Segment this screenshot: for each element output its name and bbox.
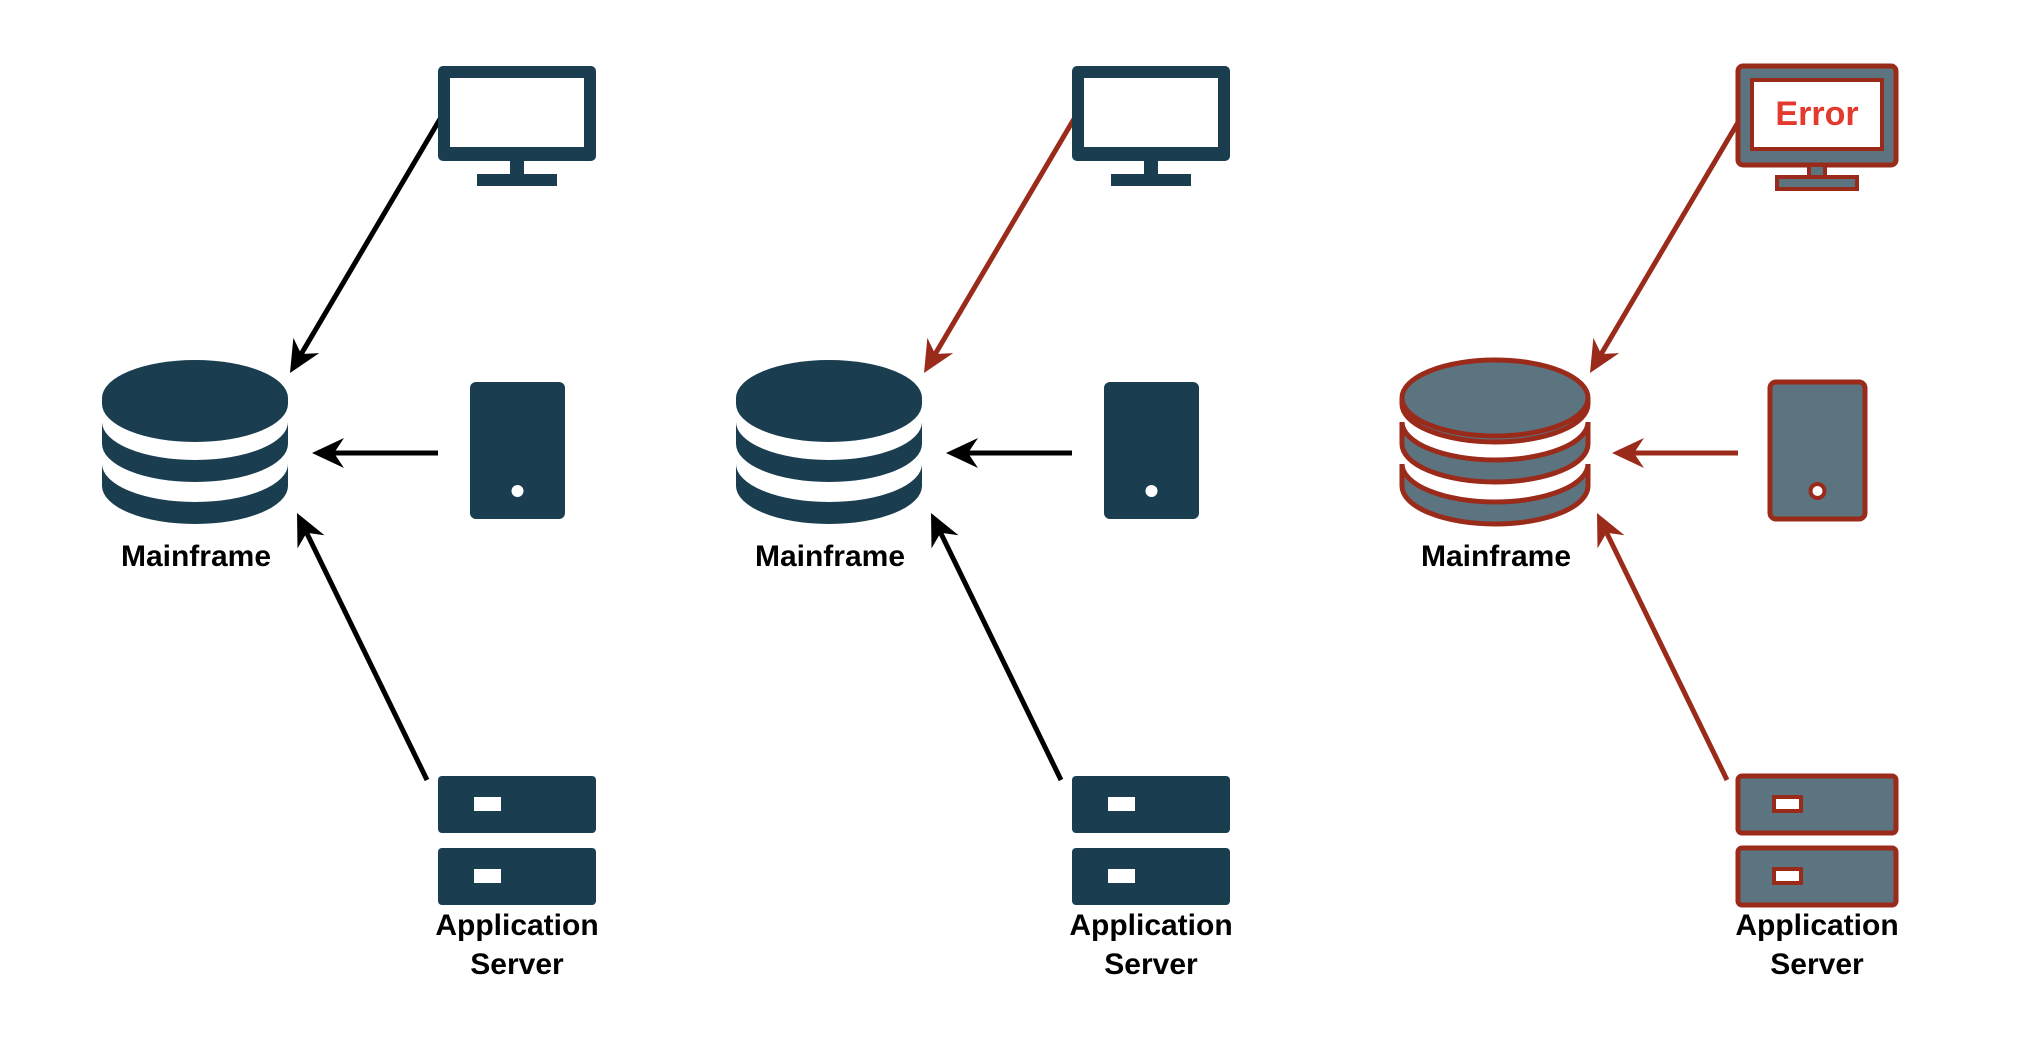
mainframe-label: Mainframe [1421, 540, 1571, 573]
database-icon [1399, 357, 1591, 527]
arrow-server-to-mainframe [1597, 513, 1730, 782]
arrow-monitor-to-mainframe [290, 117, 443, 373]
arrow-device-to-mainframe [312, 438, 438, 468]
arrow-monitor-to-mainframe [1590, 117, 1743, 373]
app-server-label-line: Server [1104, 948, 1198, 981]
monitor-icon [438, 66, 596, 186]
monitor-icon: Error [1735, 63, 1899, 191]
tablet-device-icon [470, 382, 565, 519]
arrow-device-to-mainframe [1612, 438, 1738, 468]
app-server-label-line: Application [435, 909, 598, 942]
monitor-icon [1072, 66, 1230, 186]
server-icon [1072, 776, 1230, 905]
arrow-device-to-mainframe [946, 438, 1072, 468]
arrow-server-to-mainframe [297, 513, 430, 782]
tablet-device-icon [1767, 379, 1868, 522]
database-icon [736, 360, 922, 524]
server-icon [438, 776, 596, 905]
mainframe-label: Mainframe [755, 540, 905, 573]
arrow-monitor-to-mainframe [924, 117, 1077, 373]
app-server-label-line: Application [1735, 909, 1898, 942]
app-server-label-line: Application [1069, 909, 1232, 942]
app-server-label-line: Server [1770, 948, 1864, 981]
mainframe-label: Mainframe [121, 540, 271, 573]
arrow-server-to-mainframe [931, 513, 1064, 782]
server-icon [1735, 773, 1899, 908]
database-icon [102, 360, 288, 524]
monitor-error-text: Error [1775, 95, 1858, 133]
tablet-device-icon [1104, 382, 1199, 519]
app-server-label-line: Server [470, 948, 564, 981]
